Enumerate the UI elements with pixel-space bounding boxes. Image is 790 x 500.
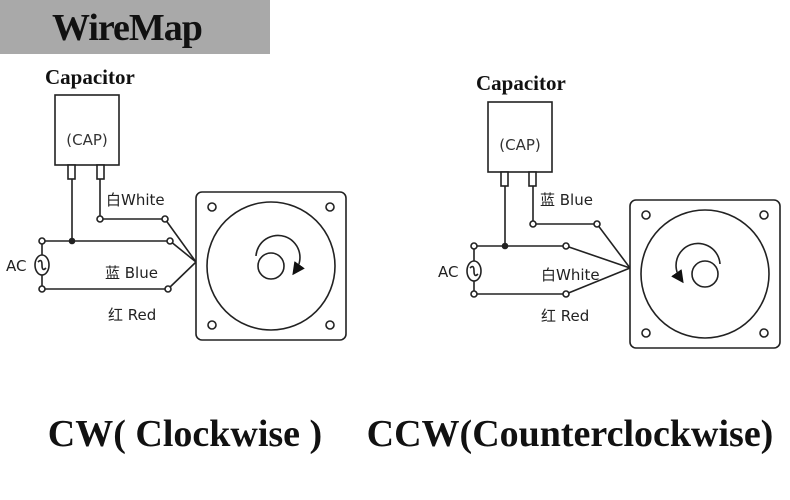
ccw-terminal [593, 220, 601, 228]
cw-label-red: 红 Red [108, 306, 156, 324]
ccw-cap-leg-left [500, 171, 509, 187]
ccw-terminal [562, 290, 570, 298]
ccw-terminal [529, 220, 537, 228]
cw-rotation-arrow-icon [255, 234, 305, 276]
cw-label-white: 白White [106, 191, 165, 209]
cw-capacitor-box [54, 94, 120, 166]
ccw-junction [501, 242, 509, 250]
ccw-cap-leg-right [528, 171, 537, 187]
cw-cap-label: (CAP) [66, 131, 107, 149]
ccw-terminal [470, 290, 478, 298]
ccw-diagram: Capacitor (CAP) [466, 71, 781, 349]
ccw-label-white: 白White [541, 266, 600, 284]
ccw-rotation-arrow-icon [671, 242, 721, 284]
ccw-label-red: 红 Red [541, 307, 589, 325]
cw-cap-leg-left [67, 164, 76, 180]
cw-cap-leg-right [96, 164, 105, 180]
header-bar [0, 0, 270, 54]
cw-caption: CW( Clockwise ) [48, 413, 322, 455]
ccw-label-blue: 蓝 Blue [540, 191, 593, 209]
ccw-motor-shaft [691, 260, 719, 288]
ccw-terminal [470, 242, 478, 250]
ccw-capacitor-title: Capacitor [476, 71, 566, 95]
ccw-capacitor-box [487, 101, 553, 173]
cw-junction [68, 237, 76, 245]
cw-terminal [38, 237, 46, 245]
ccw-label-ac: AC [438, 263, 458, 281]
page-title: WireMap [52, 7, 203, 49]
ccw-cap-label: (CAP) [499, 136, 540, 154]
cw-capacitor-title: Capacitor [45, 65, 135, 89]
cw-diagram: Capacitor (CAP) [34, 65, 347, 341]
cw-label-blue: 蓝 Blue [105, 264, 158, 282]
cw-motor-shaft [257, 252, 285, 280]
cw-terminal [161, 215, 169, 223]
ccw-terminal [562, 242, 570, 250]
cw-label-ac: AC [6, 257, 26, 275]
cw-terminal [166, 237, 174, 245]
cw-terminal [164, 285, 172, 293]
cw-terminal [96, 215, 104, 223]
cw-terminal [38, 285, 46, 293]
ccw-caption: CCW(Counterclockwise) [367, 413, 774, 455]
